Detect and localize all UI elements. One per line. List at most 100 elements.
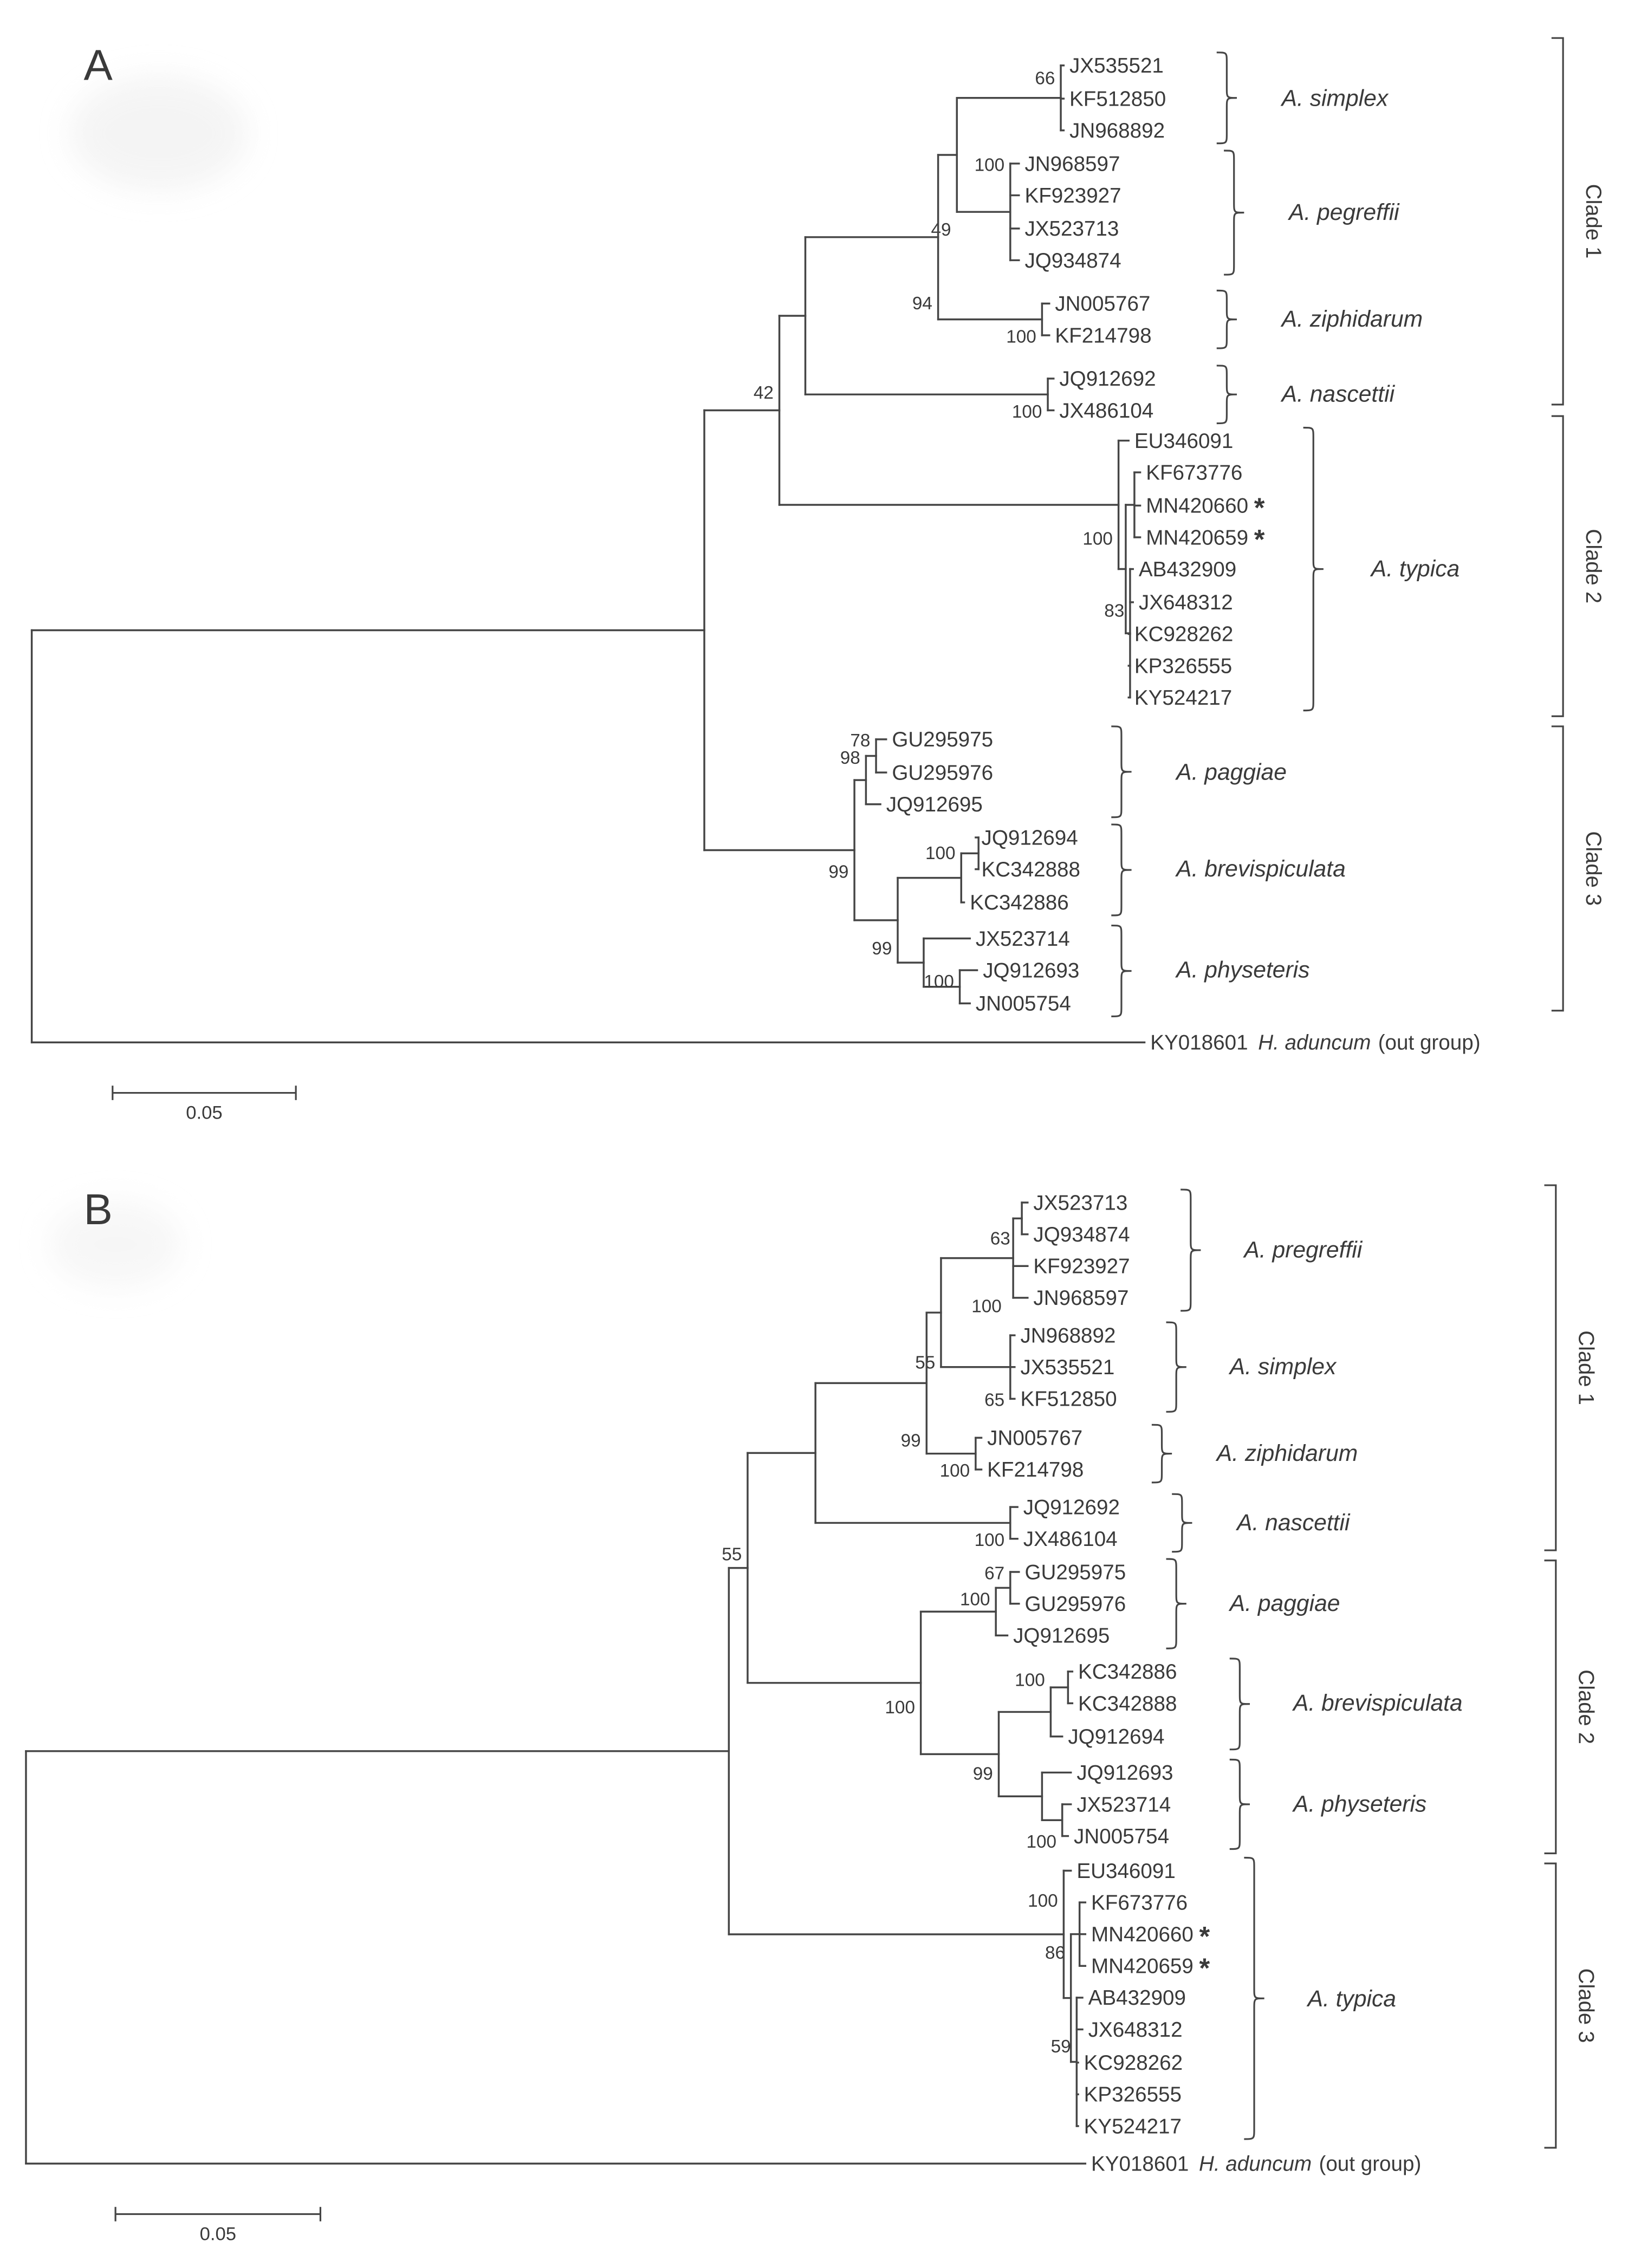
clade-label: Clade 2 — [1574, 1669, 1598, 1744]
clade-label: Clade 1 — [1581, 184, 1605, 259]
clade-label: Clade 3 — [1581, 831, 1605, 906]
species-label: A. ziphidarum — [1215, 1440, 1358, 1466]
asterisk-marker: * — [1254, 492, 1265, 523]
tip-label: JQ912693 — [1076, 1762, 1173, 1785]
tip-label: JQ912692 — [1059, 367, 1156, 391]
asterisk-marker: * — [1199, 1921, 1210, 1952]
species-brace — [1181, 1188, 1201, 1312]
tip-label: JX535521 — [1069, 54, 1164, 77]
species-label: A. simplex — [1228, 1354, 1337, 1380]
bootstrap-value: 100 — [975, 1530, 1005, 1550]
tip-label: EU346091 — [1134, 430, 1233, 453]
tip-label: KC342888 — [1078, 1692, 1177, 1715]
tip-label: AB432909 — [1088, 1986, 1186, 2010]
bootstrap-value: 100 — [924, 972, 954, 992]
clade-bracket — [1544, 1184, 1557, 1551]
tip-label: KY524217 — [1084, 2115, 1182, 2138]
clade-bracket — [1551, 725, 1564, 1012]
species-label: A. brevispiculata — [1175, 856, 1346, 882]
tip-label: JX523713 — [1033, 1191, 1127, 1214]
tip-label: JN968892 — [1069, 119, 1165, 142]
tip-label: KF512850 — [1069, 87, 1166, 111]
tip-label: JN005754 — [1074, 1825, 1169, 1848]
clade-label: Clade 1 — [1574, 1330, 1598, 1405]
tip-label: JQ912692 — [1023, 1496, 1120, 1519]
bootstrap-value: 63 — [990, 1229, 1010, 1249]
species-label: A. paggiae — [1228, 1590, 1340, 1616]
tip-label: JX523714 — [976, 927, 1070, 951]
species-brace — [1216, 365, 1237, 425]
panel-label: A — [84, 41, 113, 89]
bootstrap-value: 55 — [915, 1353, 935, 1373]
tip-label: MN420659* — [1091, 1953, 1210, 1984]
clade-bracket — [1544, 1862, 1557, 2149]
tip-label: JQ912694 — [1068, 1725, 1164, 1749]
tip-label: JX486104 — [1059, 399, 1153, 423]
tip-label: JQ934874 — [1024, 249, 1121, 272]
bootstrap-value: 100 — [940, 1461, 970, 1481]
species-label: A. nascettii — [1280, 381, 1396, 407]
tip-label: JN005754 — [976, 992, 1071, 1016]
species-brace — [1303, 426, 1324, 712]
tip-label: JN968597 — [1024, 152, 1120, 176]
scale-bar-label: 0.05 — [186, 1103, 222, 1123]
bootstrap-value: 78 — [850, 731, 870, 751]
tip-label: KC928262 — [1134, 623, 1233, 646]
panel-label: B — [84, 1185, 113, 1233]
tip-label: JQ912693 — [983, 959, 1079, 982]
tip-label: JX535521 — [1020, 1356, 1114, 1379]
species-label: A. nascettii — [1235, 1510, 1351, 1536]
tip-label: JX523713 — [1024, 217, 1119, 241]
tip-label: JQ934874 — [1033, 1223, 1130, 1246]
species-label: A. pregreffii — [1242, 1237, 1363, 1263]
tip-label: JX523714 — [1076, 1793, 1171, 1816]
species-brace — [1216, 51, 1237, 145]
tip-label: KF923927 — [1024, 184, 1121, 207]
tip-label: MN420659* — [1146, 524, 1265, 555]
tip-label: MN420660* — [1146, 492, 1265, 523]
bootstrap-value: 99 — [872, 939, 892, 959]
bootstrap-value: 65 — [984, 1390, 1004, 1411]
species-label: A. physeteris — [1175, 957, 1309, 983]
tip-label: KF512850 — [1020, 1388, 1117, 1411]
tip-label: JQ912695 — [886, 793, 983, 816]
tip-label: JN005767 — [1055, 293, 1150, 316]
tip-label: KF673776 — [1146, 461, 1242, 484]
bootstrap-value: 100 — [1012, 402, 1042, 422]
scan-artifact — [69, 75, 249, 191]
species-brace — [1111, 725, 1132, 818]
bootstrap-value: 86 — [1045, 1943, 1065, 1963]
species-label: A. typica — [1306, 1986, 1396, 2012]
tip-label: KF673776 — [1091, 1891, 1188, 1914]
bootstrap-value: 42 — [754, 383, 774, 403]
bootstrap-value: 100 — [1028, 1891, 1058, 1911]
species-label: A. pegreffii — [1287, 199, 1400, 225]
bootstrap-value: 100 — [885, 1698, 915, 1718]
tip-label: KC342886 — [1078, 1660, 1177, 1684]
tip-label: JQ912695 — [1013, 1624, 1110, 1648]
bootstrap-value: 94 — [912, 294, 932, 314]
tip-label: GU295975 — [1024, 1561, 1126, 1584]
bootstrap-value: 55 — [722, 1545, 742, 1565]
bootstrap-value: 98 — [840, 748, 860, 768]
tip-label: GU295976 — [1024, 1593, 1126, 1616]
bootstrap-value: 100 — [1006, 327, 1036, 347]
bootstrap-value: 100 — [960, 1589, 990, 1609]
tip-label: JX486104 — [1023, 1528, 1118, 1551]
clade-bracket — [1544, 1559, 1557, 1855]
species-brace — [1229, 1758, 1250, 1850]
clade-label: Clade 2 — [1581, 529, 1605, 603]
tip-label: KC928262 — [1084, 2051, 1183, 2075]
tip-label: JN968597 — [1033, 1286, 1128, 1310]
species-brace — [1224, 150, 1244, 276]
bootstrap-value: 100 — [925, 843, 956, 863]
tip-label: KP326555 — [1084, 2083, 1182, 2107]
bootstrap-value: 100 — [1082, 529, 1113, 549]
tip-label: KC342888 — [982, 858, 1080, 881]
tip-label: AB432909 — [1139, 558, 1236, 581]
